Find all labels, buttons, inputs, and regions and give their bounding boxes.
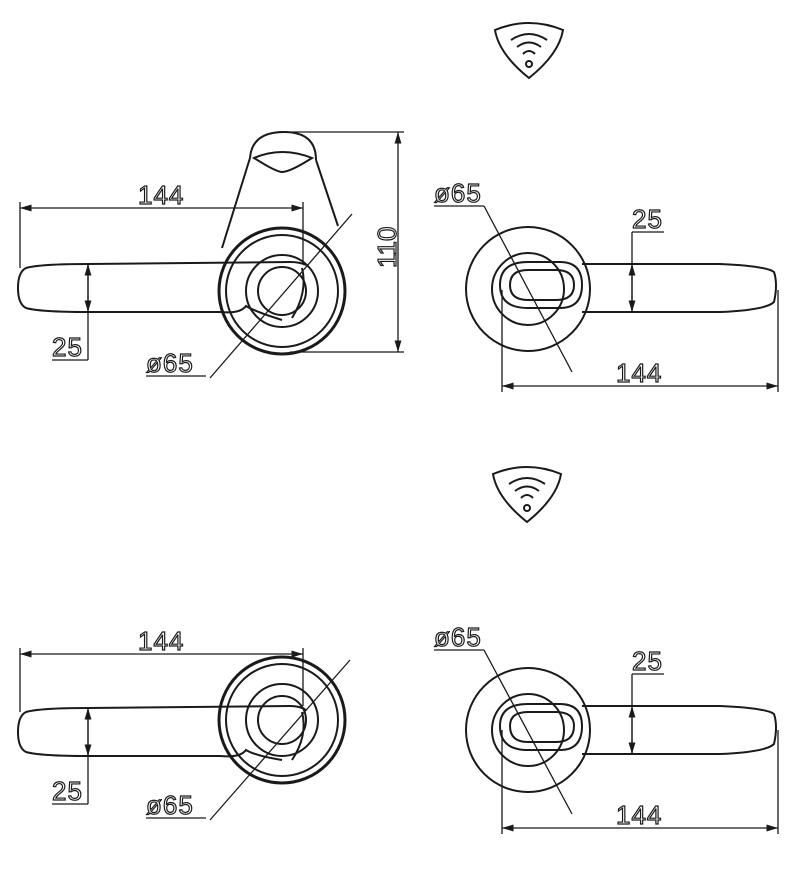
wifi-icon: [493, 22, 565, 80]
wifi-icon-2: [491, 466, 563, 524]
dim-length-3: 144: [138, 626, 184, 656]
dim-diameter: ø65: [146, 348, 194, 378]
dim-length-4: 144: [616, 800, 662, 830]
top-left-view: 144 25 110 ø65: [16, 130, 404, 379]
dim-diameter-3: ø65: [146, 790, 194, 820]
dim-length-2: 144: [616, 358, 662, 388]
dim-width-2: 25: [632, 204, 663, 234]
dim-width: 25: [52, 332, 83, 362]
dim-height: 110: [372, 227, 402, 268]
top-right-view: ø65 25 144: [433, 177, 779, 392]
dim-diameter-2: ø65: [434, 178, 482, 208]
dim-diameter-4: ø65: [434, 622, 482, 652]
dim-width-4: 25: [632, 646, 663, 676]
dim-length: 144: [138, 180, 184, 210]
dim-width-3: 25: [52, 776, 83, 806]
bottom-right-view: ø65 25 144: [433, 621, 779, 834]
bottom-left-view: 144 25 ø65: [16, 625, 351, 821]
